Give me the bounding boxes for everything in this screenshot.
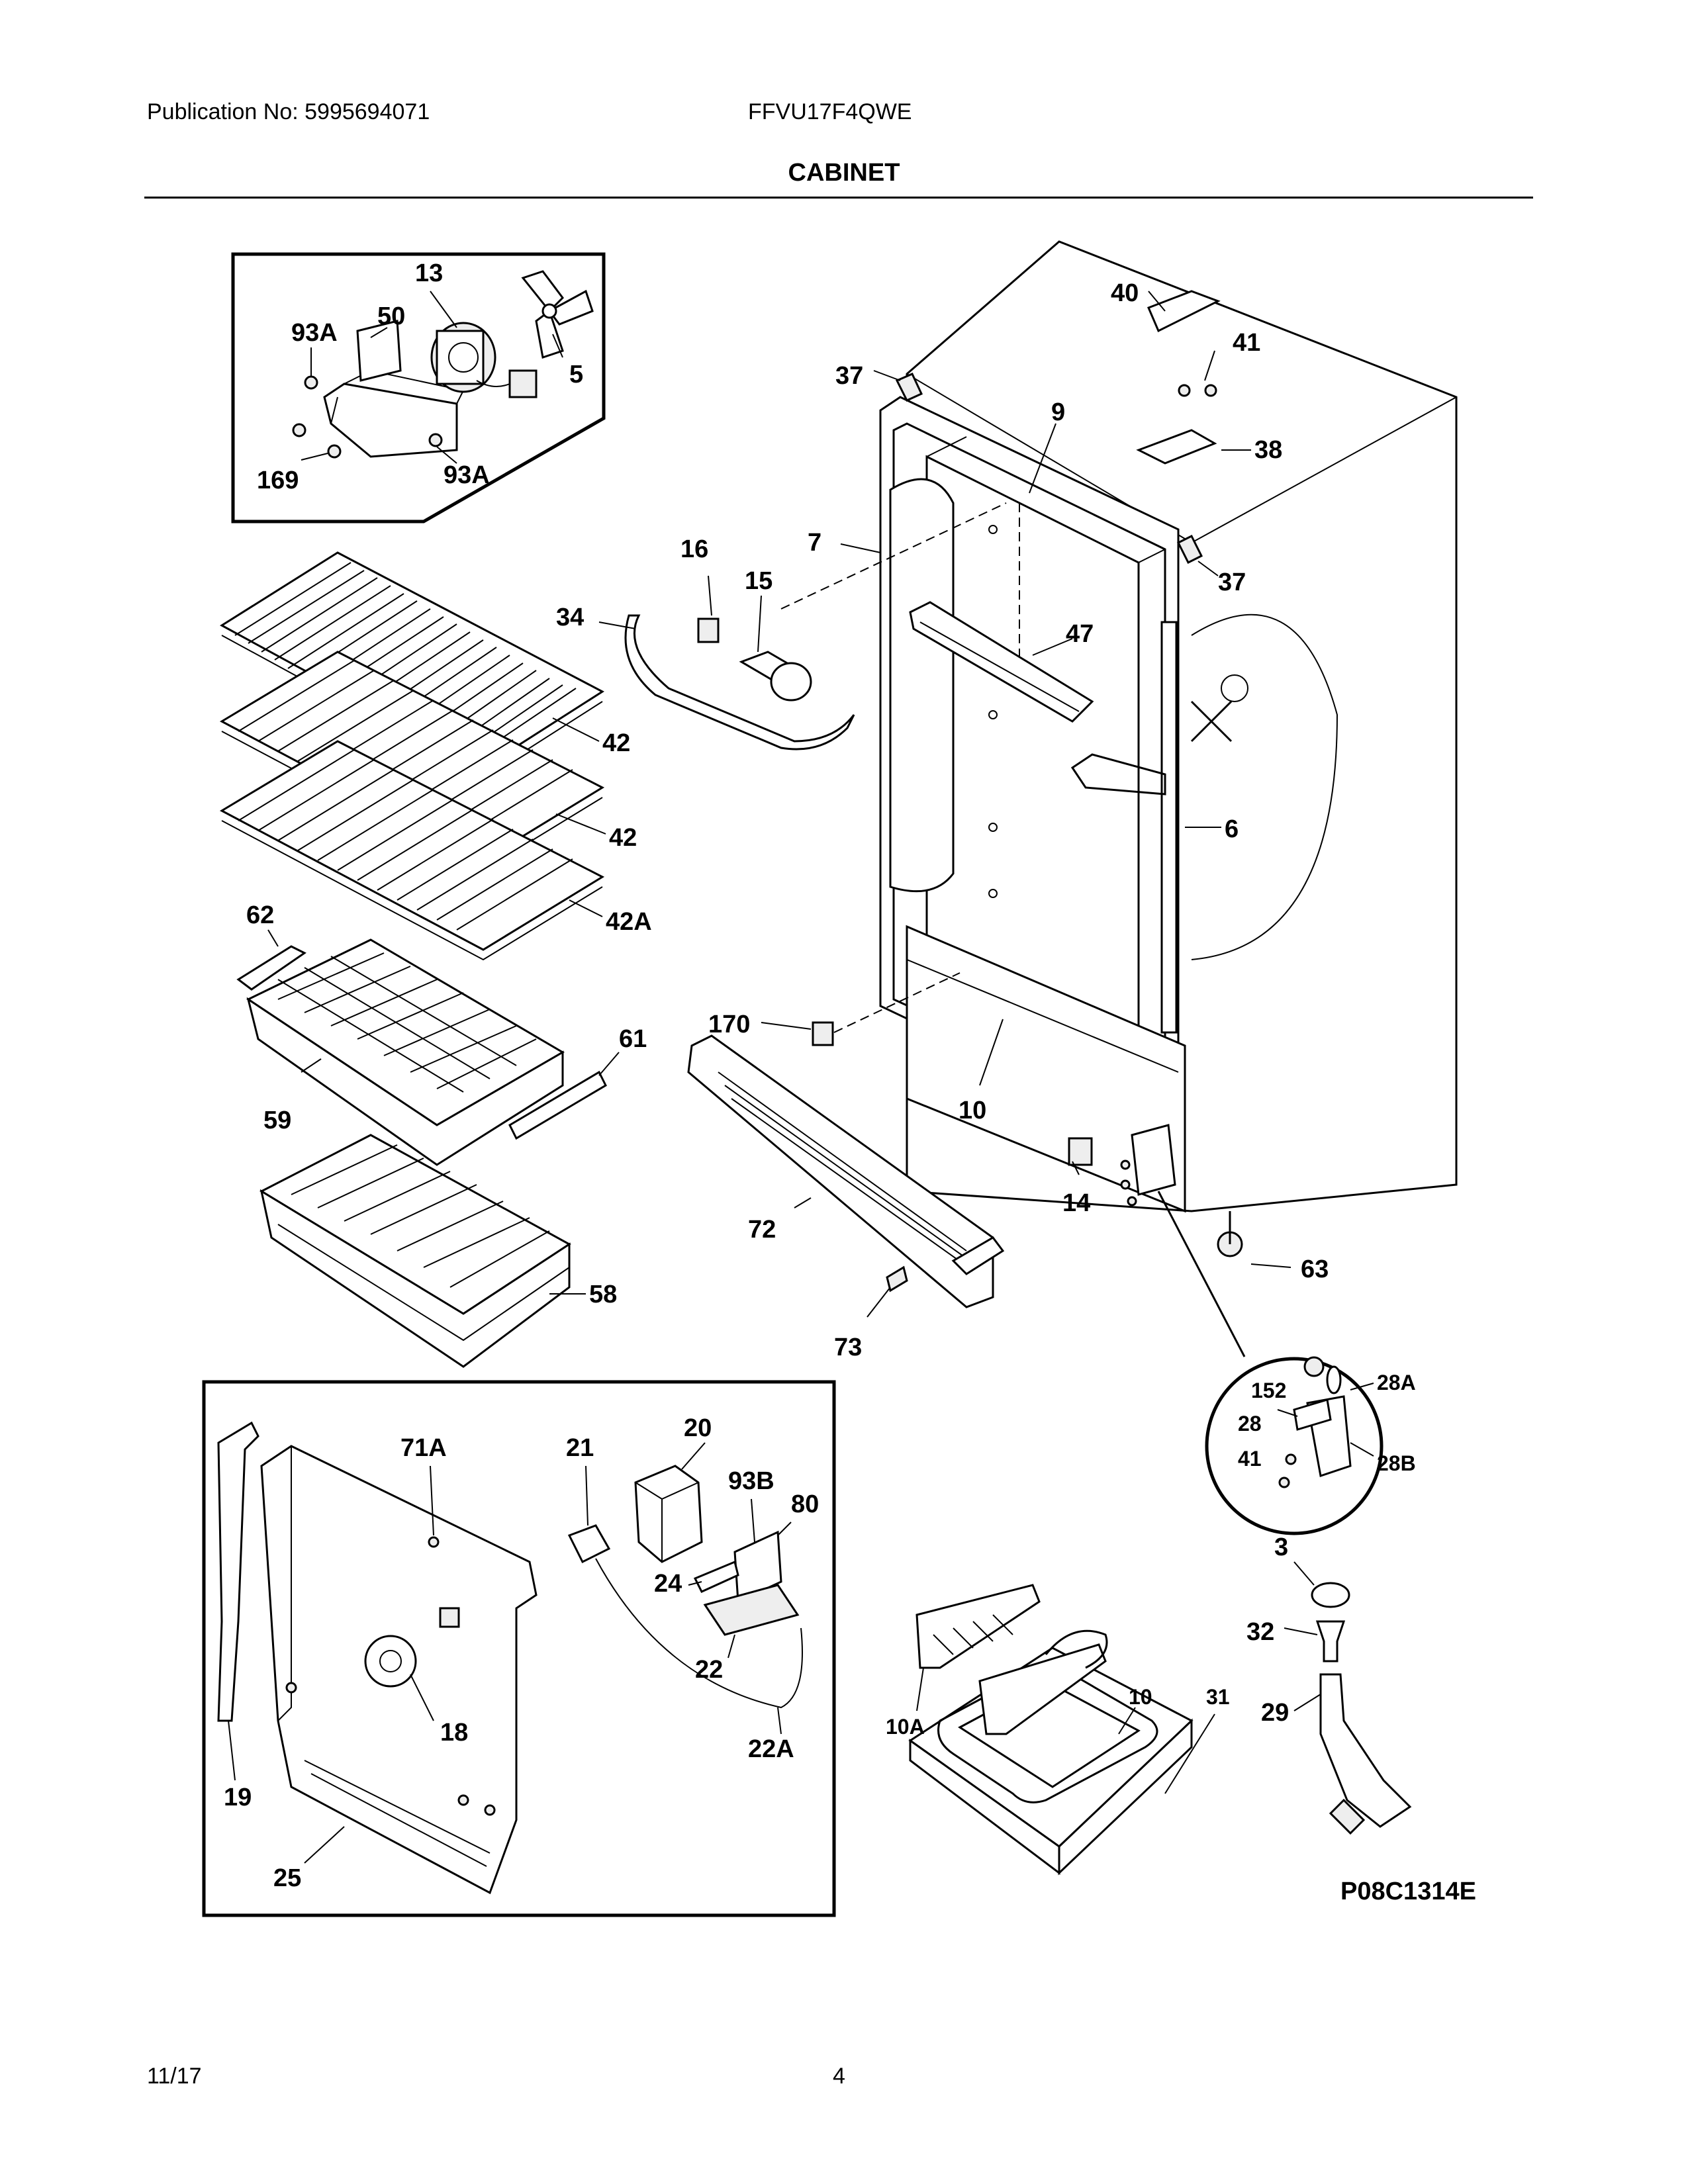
light-assembly [598,575,855,751]
kickplate [687,1034,1005,1318]
wire-shelves [219,551,606,961]
callout-5: 5 [569,361,583,388]
lower-basket [259,1134,586,1368]
callout-10: 10 [959,1097,986,1124]
callout-3: 3 [1274,1533,1288,1561]
shelf-42a-lower [219,740,605,961]
callout-19: 19 [224,1784,252,1811]
door-bin [909,601,1094,723]
callout-32: 32 [1246,1618,1274,1646]
diagram-code: P08C1314E [1340,1878,1476,1905]
page-title: CABINET [788,159,900,187]
callout-63: 63 [1301,1255,1329,1283]
callout-41: 41 [1233,329,1260,357]
callout-42: 42 [602,729,630,757]
hinge-detail [1205,1356,1383,1535]
callout-93a: 93A [291,319,338,347]
cabinet [761,240,1458,1357]
callout-37: 37 [835,362,863,390]
upper-basket [246,938,565,1166]
model-number: FFVU17F4QWE [748,99,912,124]
fan-blade [521,270,594,359]
callout-58: 58 [589,1281,617,1308]
basket-rail-62 [236,929,620,1140]
callout-37: 37 [1218,569,1246,596]
callout-22a: 22A [748,1735,794,1763]
callout-14: 14 [1062,1189,1090,1217]
callout-25: 25 [273,1864,301,1892]
callout-80: 80 [791,1490,819,1518]
callout-28b: 28B [1377,1451,1416,1475]
header-rule [144,197,1533,199]
callout-24: 24 [654,1570,682,1598]
callout-10: 10 [1129,1685,1152,1709]
callout-20: 20 [684,1414,712,1442]
callout-9: 9 [1051,398,1065,426]
callout-7: 7 [808,529,821,557]
callout-93a: 93A [444,461,490,489]
evaporator-cover-inset [202,1380,836,1917]
fan-motor-inset [231,252,606,523]
drain-heater-assembly [908,1584,1215,1876]
callout-152: 152 [1251,1379,1286,1402]
callout-61: 61 [619,1025,647,1053]
callout-42a: 42A [606,908,652,936]
callout-29: 29 [1261,1699,1289,1727]
callout-38: 38 [1254,436,1282,464]
callout-170: 170 [708,1011,750,1038]
callout-169: 169 [257,467,299,494]
callout-18: 18 [440,1719,468,1747]
fan-motor [430,322,496,393]
callout-50: 50 [377,302,405,330]
drain-knob [364,1635,417,1688]
callout-42: 42 [609,824,637,852]
callout-13: 13 [415,259,443,287]
callout-22: 22 [695,1656,723,1684]
publication-number: Publication No: 5995694071 [147,99,430,124]
callout-16: 16 [680,535,708,563]
callout-31: 31 [1206,1685,1230,1709]
callout-28: 28 [1238,1412,1262,1435]
callout-34: 34 [556,604,584,631]
callout-21: 21 [566,1434,594,1462]
callout-47: 47 [1066,620,1094,648]
callout-10a: 10A [886,1715,925,1739]
callout-71a: 71A [400,1434,447,1462]
callout-93b: 93B [728,1467,774,1495]
drain-plug-assembly [1284,1561,1412,1835]
callout-62: 62 [246,901,274,929]
callout-59: 59 [263,1107,291,1134]
callout-15: 15 [745,567,773,595]
callout-40: 40 [1111,279,1139,307]
callout-41: 41 [1238,1447,1262,1471]
callout-6: 6 [1225,815,1239,843]
page-number: 4 [833,2064,845,2089]
callout-labels: 13 50 93A 5 169 93A 37 40 41 9 38 37 7 1… [224,259,1476,1905]
callout-73: 73 [834,1334,862,1361]
callout-72: 72 [748,1216,776,1244]
callout-28a: 28A [1377,1371,1416,1394]
footer-date: 11/17 [147,2064,202,2089]
